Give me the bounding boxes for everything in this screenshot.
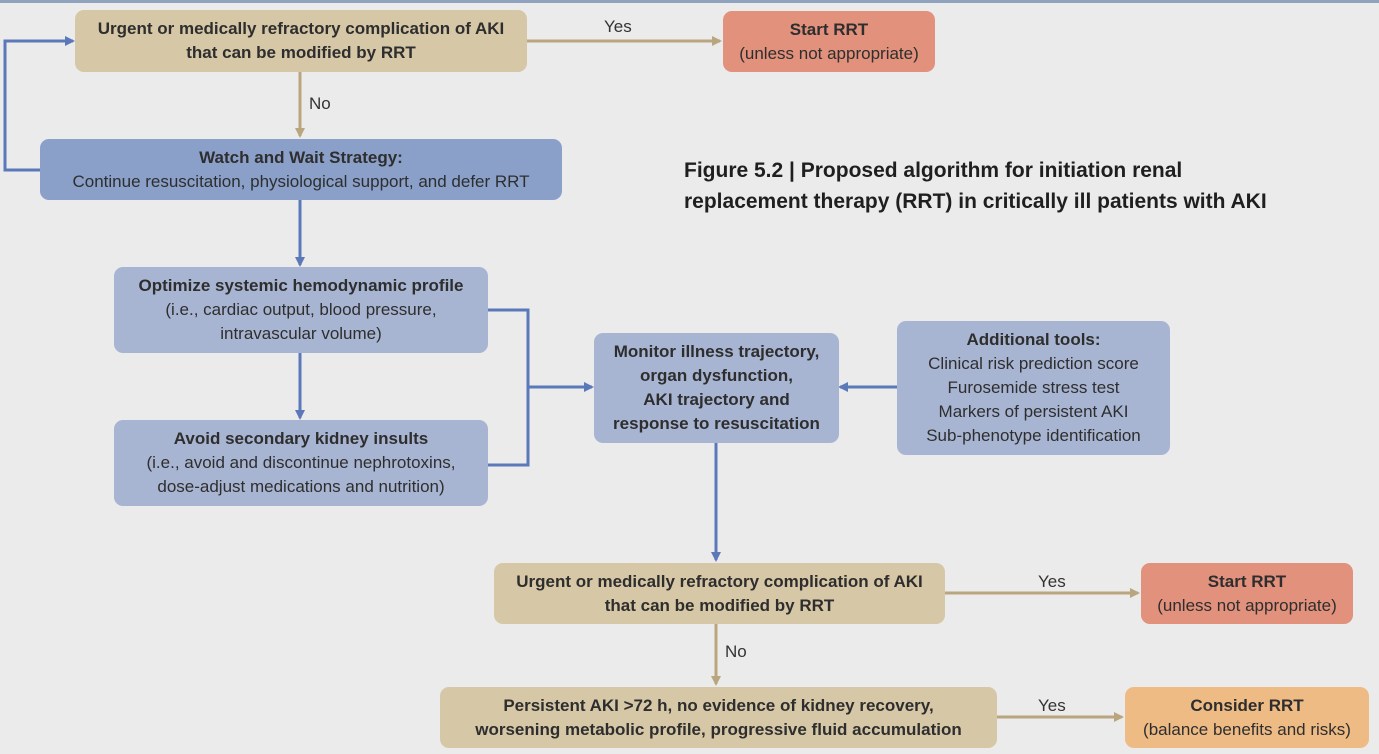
additional-tools-box: Additional tools: Clinical risk predicti… [897, 321, 1170, 455]
avoid-line2: dose-adjust medications and nutrition) [157, 477, 445, 496]
caption-line1: Figure 5.2 | Proposed algorithm for init… [684, 159, 1183, 182]
decision-bottom-line1: Urgent or medically refractory complicat… [516, 571, 923, 591]
tools-item: Markers of persistent AKI [938, 402, 1129, 421]
decision-top-line2: that can be modified by RRT [186, 43, 416, 62]
avoid-insults-box: Avoid secondary kidney insults (i.e., av… [114, 420, 488, 506]
optimize-line1: (i.e., cardiac output, blood pressure, [165, 300, 437, 319]
start-bottom-title: Start RRT [1207, 571, 1287, 591]
persistent-aki-box: Persistent AKI >72 h, no evidence of kid… [440, 687, 997, 748]
edge-label-yes-top: Yes [604, 17, 632, 36]
avoid-title: Avoid secondary kidney insults [173, 429, 429, 448]
monitor-line2: organ dysfunction, [640, 366, 793, 385]
consider-subtitle: (balance benefits and risks) [1143, 719, 1351, 739]
edge-label-no-bottom: No [725, 642, 747, 661]
monitor-box: Monitor illness trajectory, organ dysfun… [594, 333, 839, 443]
edge-label-yes-bottom: Yes [1038, 696, 1066, 715]
edge-label-yes-middle: Yes [1038, 572, 1066, 591]
consider-rrt-box: Consider RRT (balance benefits and risks… [1125, 687, 1369, 748]
decision-bottom-line2: that can be modified by RRT [604, 595, 835, 615]
watch-wait-box: Watch and Wait Strategy: Continue resusc… [40, 139, 562, 200]
figure-caption: Figure 5.2 | Proposed algorithm for init… [684, 155, 1364, 217]
edge-label-no-top: No [309, 94, 331, 113]
decision-box-bottom: Urgent or medically refractory complicat… [494, 563, 945, 624]
optimize-line2: intravascular volume) [220, 324, 382, 343]
watch-wait-subtitle: Continue resuscitation, physiological su… [72, 171, 530, 191]
monitor-line4: response to resuscitation [613, 414, 820, 433]
decision-box-top: Urgent or medically refractory complicat… [75, 10, 527, 72]
bracket-connector [488, 308, 530, 467]
tools-item: Clinical risk prediction score [928, 354, 1139, 373]
persistent-line1: Persistent AKI >72 h, no evidence of kid… [503, 695, 934, 715]
monitor-line3: AKI trajectory and [643, 390, 790, 409]
optimize-hemodynamic-box: Optimize systemic hemodynamic profile (i… [114, 267, 488, 353]
tools-title: Additional tools: [966, 330, 1101, 349]
top-border [0, 0, 1379, 3]
watch-wait-title: Watch and Wait Strategy: [199, 147, 403, 167]
start-top-subtitle: (unless not appropriate) [739, 43, 919, 63]
consider-title: Consider RRT [1190, 695, 1304, 715]
start-rrt-box-top: Start RRT (unless not appropriate) [723, 11, 935, 72]
avoid-line1: (i.e., avoid and discontinue nephrotoxin… [146, 453, 456, 472]
start-top-title: Start RRT [789, 19, 869, 39]
tools-item: Sub-phenotype identification [926, 426, 1141, 445]
optimize-title: Optimize systemic hemodynamic profile [138, 276, 464, 295]
caption-line2: replacement therapy (RRT) in critically … [684, 190, 1267, 213]
start-rrt-box-bottom: Start RRT (unless not appropriate) [1141, 563, 1353, 624]
decision-top-line1: Urgent or medically refractory complicat… [97, 19, 505, 38]
tools-item: Furosemide stress test [947, 378, 1120, 397]
start-bottom-subtitle: (unless not appropriate) [1157, 595, 1337, 615]
monitor-line1: Monitor illness trajectory, [613, 342, 820, 361]
persistent-line2: worsening metabolic profile, progressive… [475, 719, 962, 739]
